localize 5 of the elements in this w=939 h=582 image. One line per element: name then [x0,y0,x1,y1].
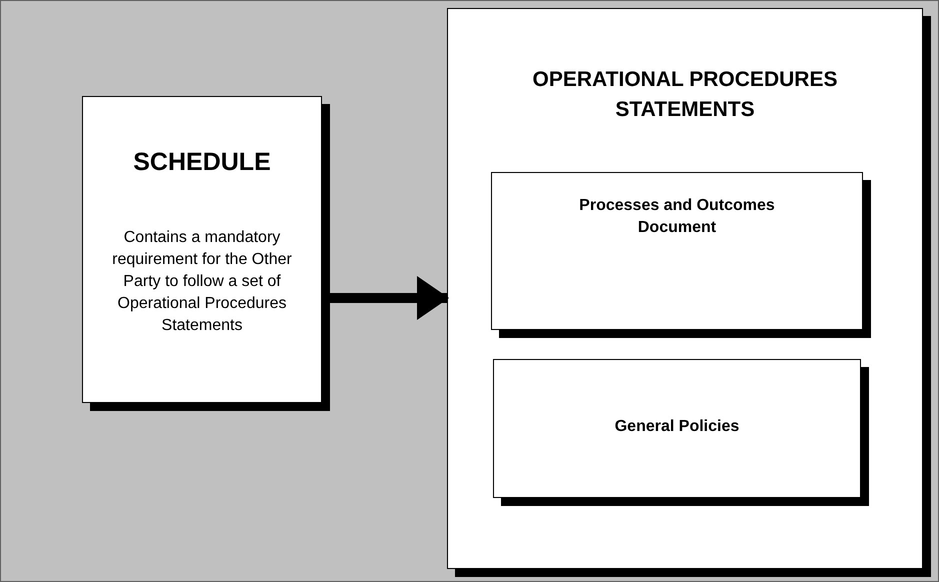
description-text: Contains a mandatory requirement for the Other Party to follow a set of Operational Procedures Statements [111,228,293,336]
box-heading: SCHEDULE [132,147,272,177]
box-heading: OPERATIONAL PROCEDURES STATEMENTS [532,67,838,123]
section-title: Processes and Outcomes Document [578,196,776,238]
section-title: General Policies [614,417,740,437]
